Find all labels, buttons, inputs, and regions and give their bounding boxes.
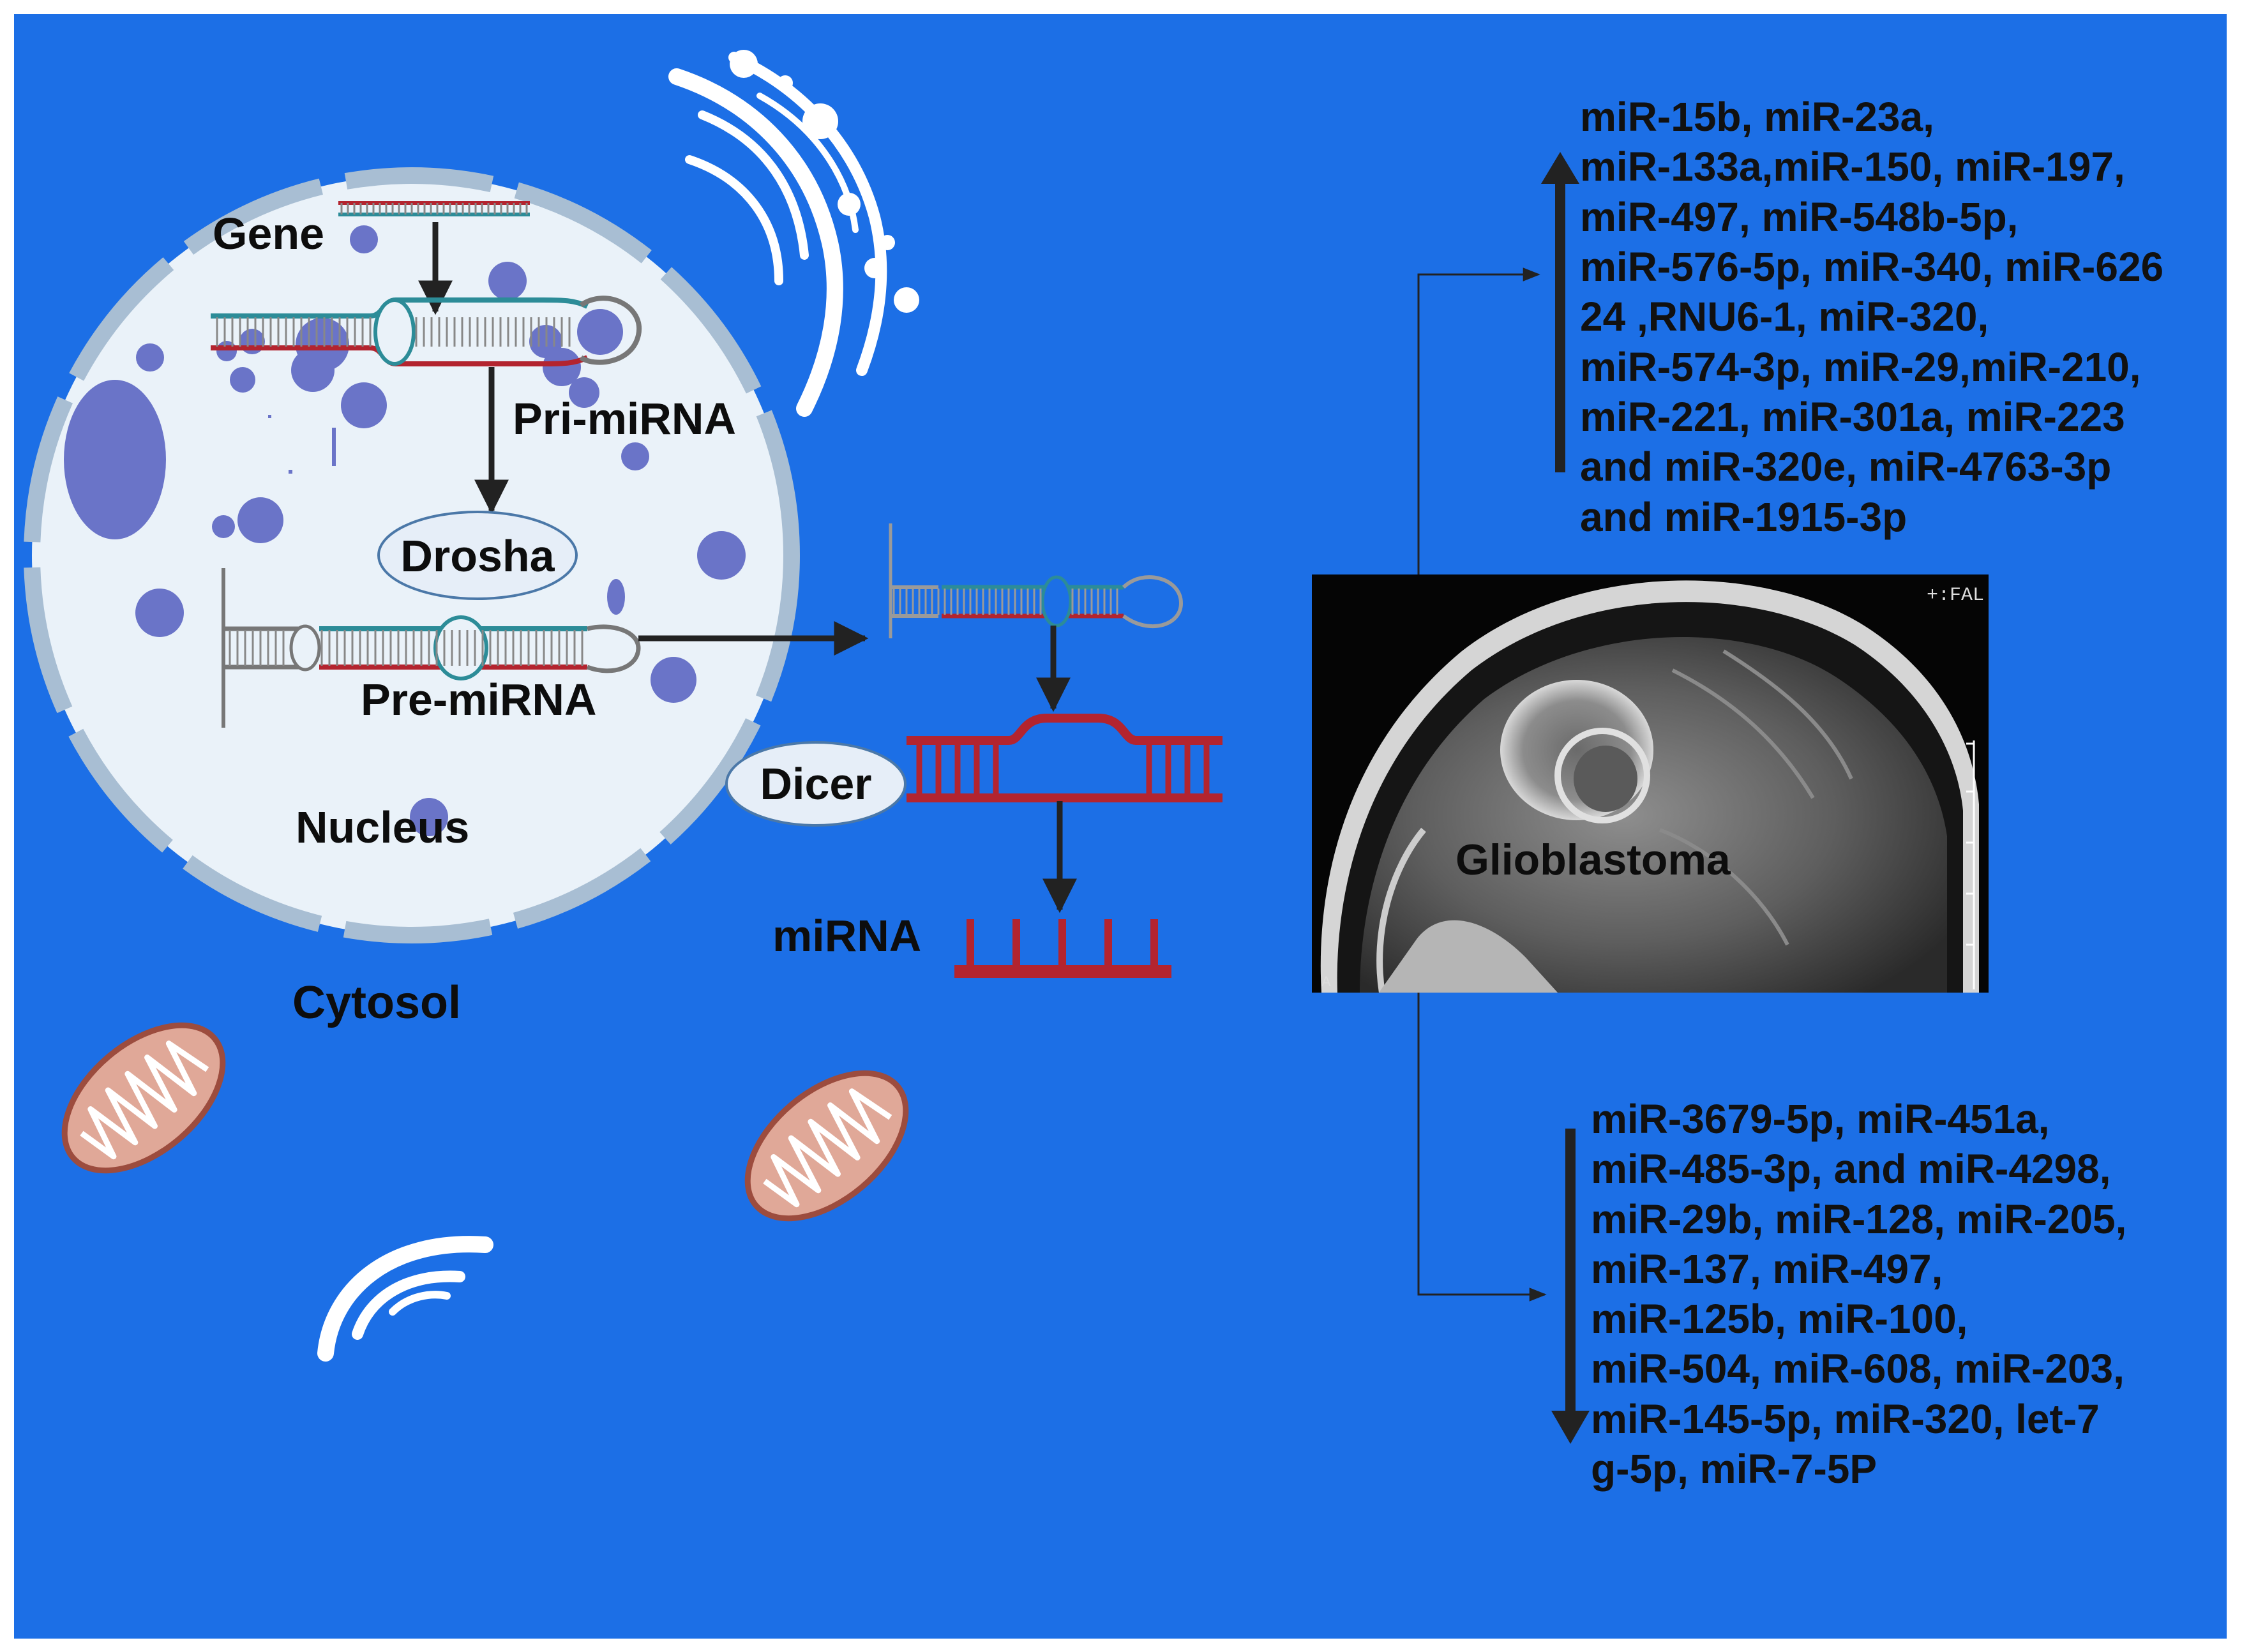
drosha-label: Drosha [400, 531, 555, 581]
up-line: miR-497, miR-548b-5p, [1580, 194, 2018, 240]
mirna-label: miRNA [772, 911, 921, 961]
mitochondrion-icon [61, 1022, 226, 1174]
down-line: miR-504, miR-608, miR-203, [1591, 1346, 2125, 1392]
nucleus-label: Nucleus [296, 802, 469, 852]
down-line: miR-137, miR-497, [1591, 1246, 1943, 1292]
up-line: 24 ,RNU6-1, miR-320, [1580, 294, 1989, 340]
gene-dna [338, 201, 530, 216]
brain-mri-image [1312, 574, 1989, 993]
gene-label: Gene [213, 209, 324, 259]
up-line: miR-15b, miR-23a, [1580, 94, 1934, 140]
downregulated-mirna-list: miR-3679-5p, miR-451a, miR-485-3p, and m… [1591, 1096, 2126, 1492]
dicer-label: Dicer [760, 759, 871, 809]
upregulated-mirna-list: miR-15b, miR-23a, miR-133a,miR-150, miR-… [1580, 94, 2163, 540]
dicer-enzyme [725, 741, 907, 827]
up-line: miR-576-5p, miR-340, miR-626 [1580, 244, 2163, 290]
drosha-enzyme [377, 511, 578, 600]
mri-corner-bottom: A [1321, 973, 1331, 989]
connector-down [1417, 993, 1547, 1302]
down-line: miR-3679-5p, miR-451a, [1591, 1096, 2050, 1142]
mri-corner-top: +:FAL [1927, 585, 1984, 606]
pri-mirna-structure [211, 296, 642, 366]
pre-mirna-structure [222, 568, 641, 728]
up-line: miR-221, miR-301a, miR-223 [1580, 394, 2125, 440]
cytosol-label: Cytosol [292, 977, 461, 1028]
dicer-duplex [907, 714, 1223, 802]
arrow-up-icon [1541, 152, 1579, 472]
glioblastoma-label: Glioblastoma [1456, 836, 1731, 884]
arrow-down-icon [1551, 1129, 1590, 1444]
down-line: g-5p, miR-7-5P [1591, 1446, 1877, 1492]
down-line: miR-145-5p, miR-320, let-7 [1591, 1396, 2100, 1442]
golgi-icon [317, 1236, 493, 1362]
up-line: miR-574-3p, miR-29,miR-210, [1580, 344, 2141, 390]
mitochondrion-icon [744, 1070, 909, 1222]
up-line: miR-133a,miR-150, miR-197, [1580, 144, 2125, 190]
down-line: miR-125b, miR-100, [1591, 1296, 1967, 1342]
down-line: miR-485-3p, and miR-4298, [1591, 1146, 2111, 1192]
mature-mirna [954, 919, 1171, 978]
connector-up [1417, 267, 1540, 574]
up-line: and miR-320e, miR-4763-3p [1580, 444, 2111, 490]
pre-mirna-label: Pre-miRNA [361, 675, 597, 725]
exported-pre-mirna [889, 523, 1184, 638]
pri-mirna-label: Pri-miRNA [513, 394, 736, 444]
down-line: miR-29b, miR-128, miR-205, [1591, 1196, 2126, 1242]
endoplasmic-reticulum-icon [668, 50, 919, 417]
chromatin-blobs [64, 225, 746, 836]
up-line: and miR-1915-3p [1580, 494, 1907, 540]
